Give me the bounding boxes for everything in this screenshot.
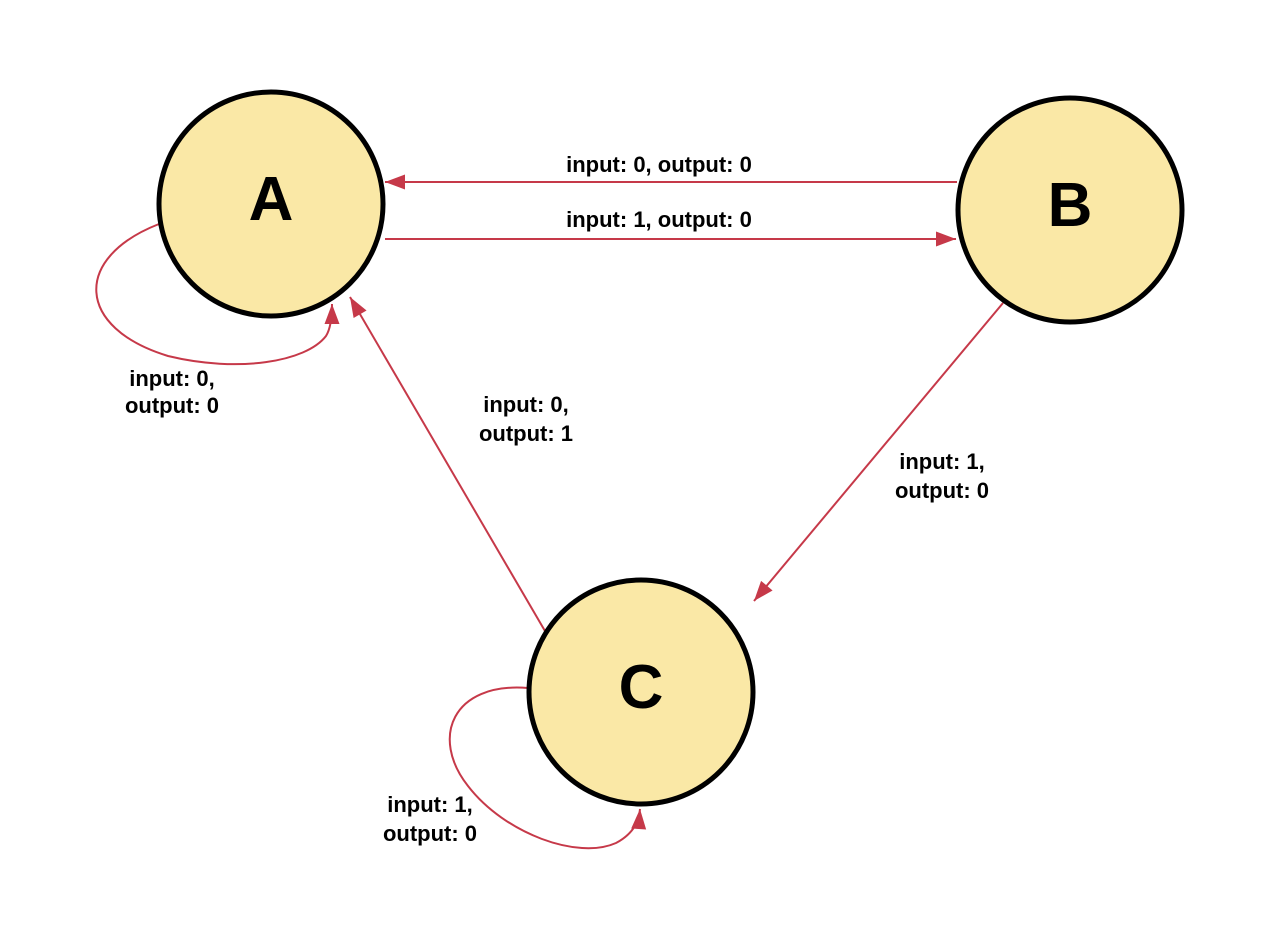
edge-b-to-c-label-line1: input: 1, <box>899 449 985 474</box>
state-a-circle <box>156 89 386 319</box>
edge-c-self-loop-label-line1: input: 1, <box>387 792 473 817</box>
edge-c-to-a <box>349 296 546 632</box>
edge-b-to-a-label: input: 0, output: 0 <box>566 152 752 177</box>
edge-c-self-loop <box>448 686 647 850</box>
edge-a-self-loop-label-line1: input: 0, <box>129 366 215 391</box>
edge-a-to-b-label: input: 1, output: 0 <box>566 207 752 232</box>
state-b-circle <box>955 95 1185 325</box>
edge-c-self-loop-label: input: 1, output: 0 <box>383 792 477 846</box>
edge-c-to-a-label-line2: output: 1 <box>479 421 573 446</box>
edge-a-self-loop <box>95 223 340 366</box>
edge-a-self-loop-label: input: 0, output: 0 <box>125 366 219 418</box>
edge-a-self-loop-label-line2: output: 0 <box>125 393 219 418</box>
state-a-label: A <box>249 165 294 234</box>
edge-c-self-loop-label-line2: output: 0 <box>383 821 477 846</box>
state-b: B <box>955 95 1185 325</box>
state-c-circle <box>526 577 756 807</box>
edge-c-to-a-label-line1: input: 0, <box>483 392 569 417</box>
edge-b-to-c <box>753 302 1004 602</box>
edge-b-to-c-label: input: 1, output: 0 <box>895 449 989 503</box>
edge-b-to-c-label-line2: output: 0 <box>895 478 989 503</box>
state-c: C <box>526 577 756 807</box>
state-a: A <box>156 89 386 319</box>
state-b-label: B <box>1048 171 1093 240</box>
state-c-label: C <box>619 653 664 722</box>
edge-c-to-a-label: input: 0, output: 1 <box>479 392 573 446</box>
